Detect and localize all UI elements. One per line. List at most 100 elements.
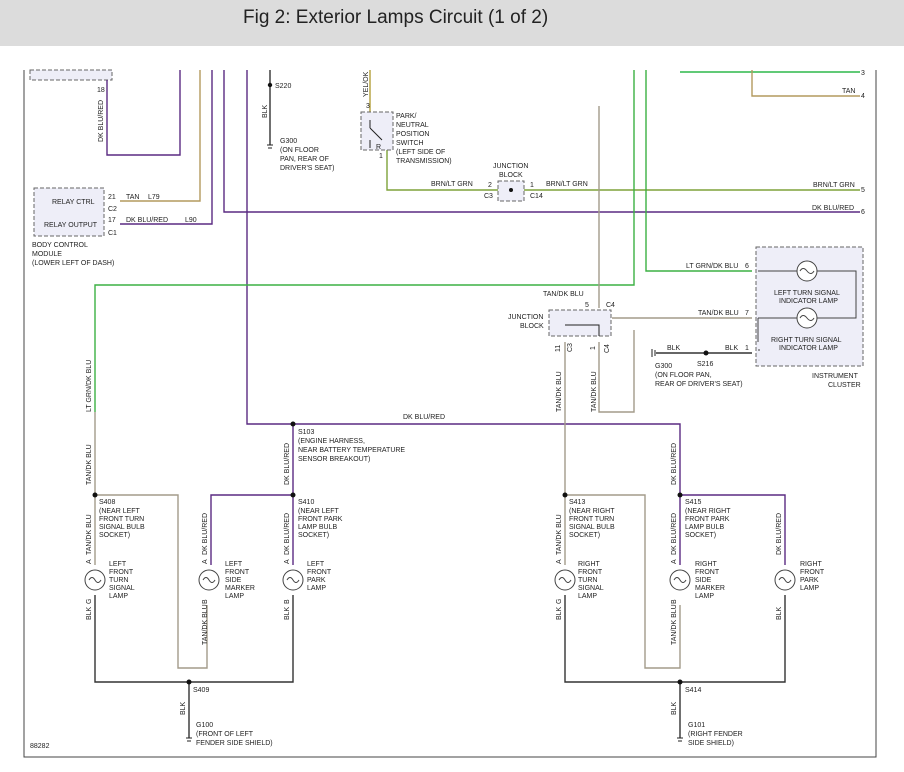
right-marker-l2: FRONT [695, 569, 720, 576]
g101-l2: SIDE SHIELD) [688, 740, 734, 747]
left-park-wire-dkblured: DK BLU/RED [284, 513, 291, 555]
left-turn-wire-tandkblu: TAN/DK BLU [86, 514, 93, 555]
junction-mid-pin-11: 11 [555, 345, 562, 352]
cluster-ground-wiring [757, 318, 760, 351]
junction-mid-wire-tan-dkblu: TAN/DK BLU [543, 291, 584, 298]
s415-l2: FRONT PARK [685, 516, 730, 523]
right-wire-tandkblu-j2: TAN/DK BLU [591, 371, 598, 412]
left-marker-l5: LAMP [225, 593, 244, 600]
wire-left-ground-bus [94, 595, 294, 683]
bcm-ckt-l90: L90 [185, 217, 197, 224]
left-front-park-lamp-icon [282, 569, 304, 591]
left-turn-l2: FRONT [109, 569, 134, 576]
left-marker-pin-a: A [202, 559, 209, 564]
cluster-right-l2: INDICATOR LAMP [779, 345, 838, 352]
right-front-park-lamp-icon [774, 569, 796, 591]
right-turn-pin-g: G [556, 599, 563, 604]
junction-mid-pin-5: 5 [585, 302, 589, 309]
junction-mid-l2: BLOCK [520, 323, 544, 330]
g300-mid-wire-blk: BLK [667, 345, 681, 352]
junction-mid-c4-top: C4 [606, 302, 615, 309]
splice-s216-icon [703, 350, 709, 356]
junction-top-bus-icon [509, 188, 513, 192]
s103-l3: SENSOR BREAKOUT) [298, 456, 370, 463]
cluster-wire-blk: BLK [725, 345, 739, 352]
pnp-l5: (LEFT SIDE OF [396, 149, 445, 156]
right-marker-l1: RIGHT [695, 561, 718, 568]
top-left-pin-18: 18 [97, 87, 105, 94]
s103-l1: (ENGINE HARNESS, [298, 438, 365, 445]
wire-right-turn-to-marker [565, 494, 681, 669]
right-edge-pin-6: 6 [861, 209, 865, 216]
right-marker-wire-tandkblu: TAN/DK BLU [671, 604, 678, 645]
bcm-relay-output-label: RELAY OUTPUT [44, 222, 98, 229]
right-marker-l5: LAMP [695, 593, 714, 600]
ground-g300-top-icon [267, 144, 273, 149]
right-indicator-filament-icon [799, 315, 815, 321]
s410-l4: SOCKET) [298, 532, 329, 539]
wire-ltgrn-dkblu-left [94, 70, 635, 412]
right-turn-l4: SIGNAL [578, 585, 604, 592]
right-wire-tandkblu-j: TAN/DK BLU [556, 371, 563, 412]
s409-wire-blk: BLK [180, 701, 187, 715]
bcm-conn-c1: C1 [108, 230, 117, 237]
g100-l2: FENDER SIDE SHIELD) [196, 740, 273, 747]
right-wire-dkblured: DK BLU/RED [671, 443, 678, 485]
header-bar: Fig 2: Exterior Lamps Circuit (1 of 2) [0, 0, 904, 46]
bcm-ckt-l79: L79 [148, 194, 160, 201]
s415-label: S415 [685, 499, 701, 506]
right-marker-l3: SIDE [695, 577, 712, 584]
s414-label: S414 [685, 687, 701, 694]
g300-top-l4: DRIVER'S SEAT) [280, 165, 335, 172]
cluster-left-l2: INDICATOR LAMP [779, 298, 838, 305]
splice-s415-icon [677, 492, 683, 498]
right-turn-l3: TURN [578, 577, 597, 584]
wire-dkblured-pin6 [223, 70, 860, 213]
right-park-wire-dkblured: DK BLU/RED [776, 513, 783, 555]
splice-s414-icon [677, 679, 683, 685]
bcm-title-l1: BODY CONTROL [32, 242, 88, 249]
switch-contact-icon [369, 120, 383, 148]
s408-label: S408 [99, 499, 115, 506]
right-edge-pin-5: 5 [861, 187, 865, 194]
page-title: Fig 2: Exterior Lamps Circuit (1 of 2) [243, 7, 549, 28]
wire-dkblured-s103 [246, 70, 681, 495]
s410-l1: (NEAR LEFT [298, 508, 340, 515]
left-marker-l3: SIDE [225, 577, 242, 584]
right-edge-pin-3: 3 [861, 70, 865, 77]
left-park-pin-b: B [284, 599, 291, 604]
right-edge-tan: TAN [842, 88, 855, 95]
left-wire-ltgrn-dkblu: LT GRN/DK BLU [86, 360, 93, 412]
s413-l2: FRONT TURN [569, 516, 614, 523]
junction-mid-pin-1: 1 [590, 346, 597, 350]
top-left-wire-dkblured: DK BLU/RED [98, 100, 105, 142]
cluster-right-l1: RIGHT TURN SIGNAL [771, 337, 842, 344]
wire-brnltgrn-left [386, 150, 498, 191]
splice-s413-icon [562, 492, 568, 498]
cluster-name-l1: INSTRUMENT [812, 373, 859, 380]
bcm-title-l2: MODULE [32, 251, 62, 258]
splice-s409-icon [186, 679, 192, 685]
right-edge-dkblured: DK BLU/RED [812, 205, 854, 212]
left-turn-l3: TURN [109, 577, 128, 584]
s408-l4: SOCKET) [99, 532, 130, 539]
pnp-l3: POSITION [396, 131, 429, 138]
bcm-title-l3: (LOWER LEFT OF DASH) [32, 260, 114, 267]
pnp-l6: TRANSMISSION) [396, 158, 452, 165]
left-turn-l5: LAMP [109, 593, 128, 600]
bcm-pin-21: 21 [108, 194, 116, 201]
cluster-pin-6: 6 [745, 263, 749, 270]
right-park-l3: PARK [800, 577, 819, 584]
right-park-l1: RIGHT [800, 561, 823, 568]
s103-l2: NEAR BATTERY TEMPERATURE [298, 447, 405, 454]
pnp-r: R [376, 144, 381, 151]
junction-bus-icon [565, 324, 600, 336]
right-park-wire-blk: BLK [776, 606, 783, 620]
g300-top-l1: G300 [280, 138, 297, 145]
junction-top-c3: C3 [484, 193, 493, 200]
cluster-wire-tan-dkblu: TAN/DK BLU [698, 310, 739, 317]
upper-module-box [29, 69, 113, 81]
g300-mid-l1: G300 [655, 363, 672, 370]
junction-block-mid [548, 309, 612, 337]
bcm-pin-17: 17 [108, 217, 116, 224]
